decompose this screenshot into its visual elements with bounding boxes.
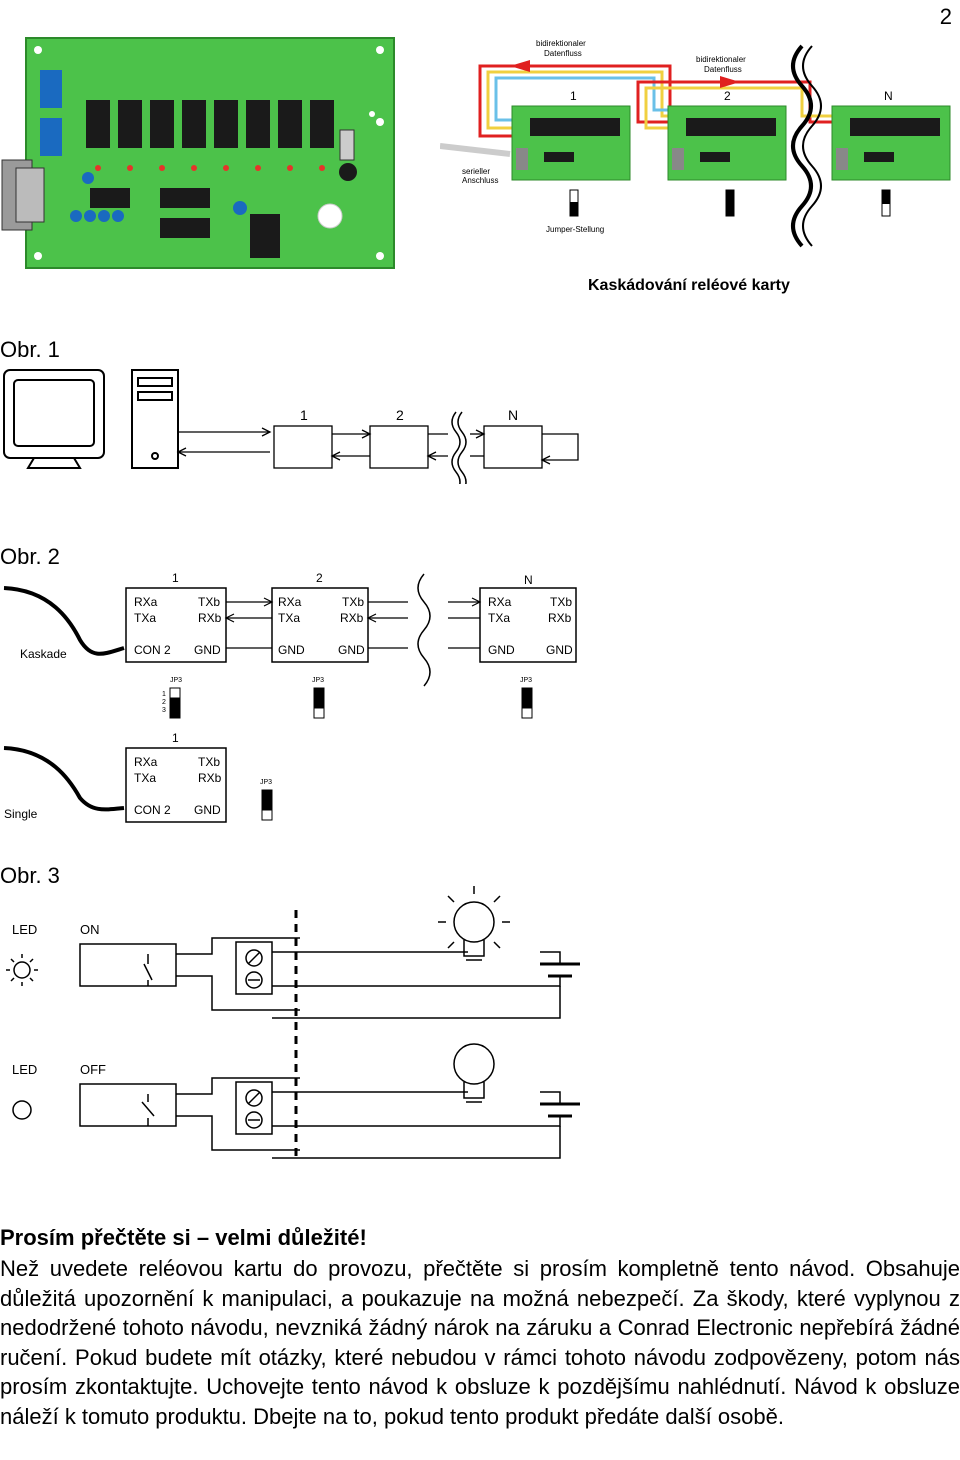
obr2-single-txb: TXb xyxy=(198,755,220,769)
single-label: Single xyxy=(4,807,38,821)
obr2-board2-txb: TXb xyxy=(342,595,364,609)
figure-label-obr1: Obr. 1 xyxy=(0,337,60,362)
obr2-boardn-txb: TXb xyxy=(550,595,572,609)
state-label-on: ON xyxy=(80,922,100,937)
led-label-on: LED xyxy=(12,922,37,937)
obr2-boardn-rxb: RXb xyxy=(548,611,572,625)
jp3-pin1-label: 1 xyxy=(162,691,166,698)
obr2-boardn-txa: TXa xyxy=(488,611,510,625)
obr1-box-label-n: N xyxy=(508,407,518,423)
obr1-diagram: 1 2 N xyxy=(3,369,579,484)
cascade-illustration: bidirektionaler Datenfluss bidirektional… xyxy=(440,39,951,248)
obr2-board2-num: 2 xyxy=(316,571,323,585)
pc-tower-icon xyxy=(131,369,179,469)
monitor-icon xyxy=(3,369,105,469)
obr1-box-label-1: 1 xyxy=(300,407,308,423)
jumper-board2 xyxy=(313,687,325,719)
obr2-board2-gnd-right: GND xyxy=(338,643,365,657)
jumper-single xyxy=(261,789,273,821)
obr2-boardn-rxa: RXa xyxy=(488,595,512,609)
jumper-board1 xyxy=(169,687,181,719)
obr2-board1-con2: CON 2 xyxy=(134,643,171,657)
page-number: 2 xyxy=(939,4,952,29)
cascade-label: Kaskade xyxy=(20,647,67,661)
jp3-label-single: JP3 xyxy=(260,779,272,786)
warning-title: Prosím přečtěte si – velmi důležité! xyxy=(0,1225,367,1250)
obr2-diagram: Kaskade Single 1 RXa TXa CON 2 TXb RXb G… xyxy=(3,571,577,823)
bulb-off-icon xyxy=(453,1043,495,1085)
obr2-boardn-num: N xyxy=(524,573,533,587)
obr2-single-con2: CON 2 xyxy=(134,803,171,817)
flow2-label-line1: bidirektionaler xyxy=(696,55,746,64)
led-off-icon xyxy=(12,1100,32,1120)
obr2-boardn-gnd-right: GND xyxy=(546,643,573,657)
obr2-board2-gnd-left: GND xyxy=(278,643,305,657)
obr3-diagram: LED ON LED OFF xyxy=(6,886,580,1162)
flow1-label-line1: bidirektionaler xyxy=(536,39,586,48)
jumper-board-n xyxy=(521,687,533,719)
obr2-single-num: 1 xyxy=(172,731,179,745)
obr2-board2-txa: TXa xyxy=(278,611,300,625)
obr2-board1-gnd: GND xyxy=(194,643,221,657)
serial-label-line2: Anschluss xyxy=(462,176,498,185)
cascade-board-1 xyxy=(511,105,631,181)
jp3-pin3-label: 3 xyxy=(162,707,166,714)
obr2-single-gnd: GND xyxy=(194,803,221,817)
state-label-off: OFF xyxy=(80,1062,106,1077)
cascade-board-2 xyxy=(667,105,787,181)
figure-label-obr2: Obr. 2 xyxy=(0,544,60,569)
obr2-board1-rxb: RXb xyxy=(198,611,222,625)
obr2-single-rxa: RXa xyxy=(134,755,158,769)
obr2-board1-txb: TXb xyxy=(198,595,220,609)
jp3-label-2: JP3 xyxy=(312,677,324,684)
obr2-single-rxb: RXb xyxy=(198,771,222,785)
relay-board-photo xyxy=(1,37,395,269)
figure1-caption: Kaskádování reléové karty xyxy=(588,277,790,294)
bulb-on-icon xyxy=(453,901,495,943)
obr2-board1-txa: TXa xyxy=(134,611,156,625)
obr1-box-label-2: 2 xyxy=(396,407,404,423)
obr2-boardn-gnd-left: GND xyxy=(488,643,515,657)
flow2-label-line2: Datenfluss xyxy=(704,65,742,74)
jp3-pin2-label: 2 xyxy=(162,699,166,706)
obr2-board1-num: 1 xyxy=(172,571,179,585)
serial-label-line1: serieller xyxy=(462,167,490,176)
obr2-board2-rxa: RXa xyxy=(278,595,302,609)
flow1-label-line2: Datenfluss xyxy=(544,49,582,58)
cascade-board-num-n: N xyxy=(884,89,893,103)
led-label-off: LED xyxy=(12,1062,37,1077)
obr2-board2-rxb: RXb xyxy=(340,611,364,625)
jp3-label-1: JP3 xyxy=(170,677,182,684)
cascade-board-num-2: 2 xyxy=(724,89,731,103)
jp3-label-n: JP3 xyxy=(520,677,532,684)
figure-label-obr3: Obr. 3 xyxy=(0,863,60,888)
jumper-setting-label: Jumper-Stellung xyxy=(546,225,604,234)
led-on-icon xyxy=(13,961,31,979)
obr2-board1-rxa: RXa xyxy=(134,595,158,609)
cascade-board-num-1: 1 xyxy=(570,89,577,103)
obr2-single-txa: TXa xyxy=(134,771,156,785)
warning-body: Než uvedete reléovou kartu do provozu, p… xyxy=(0,1256,960,1429)
cascade-board-n xyxy=(831,105,951,181)
